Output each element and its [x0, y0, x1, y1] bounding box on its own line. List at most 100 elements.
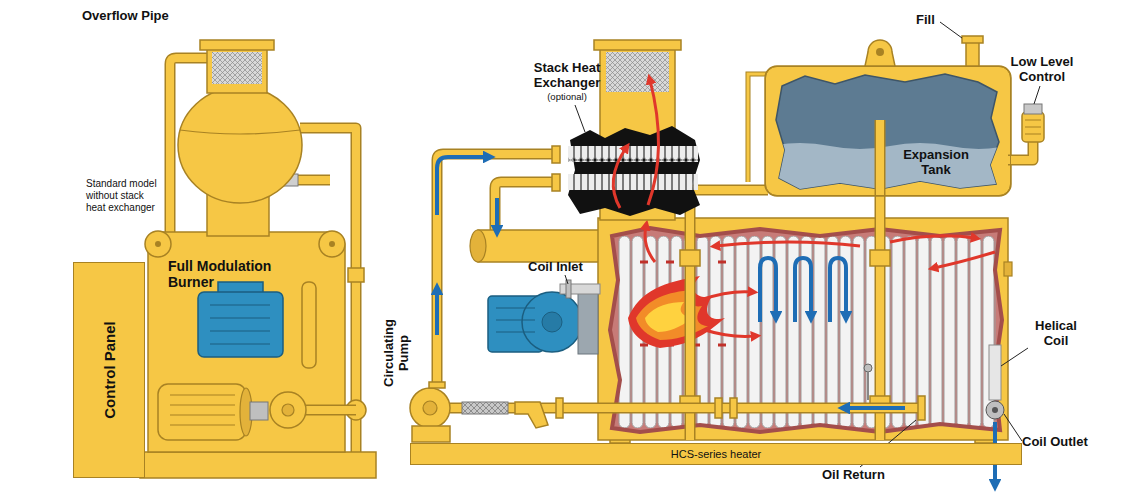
expansion-tank [966, 42, 979, 66]
hcs-heater [578, 292, 598, 354]
standard-heater [200, 40, 274, 50]
hcs-heater [429, 382, 445, 388]
expansion-tank [748, 36, 1044, 196]
hcs-heater [730, 398, 737, 418]
stack-heat-exchanger [568, 126, 700, 216]
standard-heater [207, 48, 267, 93]
node-label: Control Panel [101, 321, 118, 419]
standard-heater [319, 231, 345, 257]
hcs-heater [462, 402, 508, 414]
hcs-heater [496, 308, 535, 332]
stack-heat-exchanger [648, 80, 659, 205]
standard-heater [170, 395, 235, 425]
hcs-heater [864, 364, 872, 372]
hcs-heater [918, 396, 925, 420]
part-label: Low Level Control [1006, 54, 1078, 84]
standard-heater [329, 241, 335, 247]
hcs-heater [628, 276, 725, 348]
leader-line [575, 105, 585, 132]
standard-heater [178, 87, 302, 203]
standard-heater [148, 232, 345, 452]
hcs-heater [760, 258, 776, 322]
leader-line [565, 22, 1040, 467]
stack-heat-exchanger [613, 148, 626, 208]
part-label: Full Modulation Burner [168, 258, 293, 290]
part-label: Overflow Pipe [82, 8, 169, 23]
node-label: HCS-series heater [411, 444, 1021, 464]
hcs-heater [986, 401, 1004, 419]
hcs-heater [566, 280, 571, 298]
hcs-heater [870, 250, 890, 266]
standard-heater [250, 402, 268, 420]
hcs-heater [618, 236, 996, 428]
part-label: Fill [916, 12, 935, 27]
expansion-tank [1008, 142, 1033, 160]
hcs-heater [437, 157, 488, 215]
hcs-heater [495, 198, 499, 230]
expansion-tank [1008, 142, 1033, 160]
expansion-tank [876, 48, 884, 56]
part-label: Oil Return [822, 467, 885, 482]
stack-heat-exchanger [568, 174, 698, 190]
hcs-heater [495, 182, 556, 235]
expansion-tank [1024, 104, 1042, 114]
expansion-tank [1025, 120, 1041, 134]
standard-heater [140, 452, 376, 478]
expansion-tank [876, 120, 884, 196]
hcs-heater [478, 230, 600, 262]
standard-heater [155, 241, 161, 247]
standard-heater [270, 392, 306, 428]
hcs-heater [715, 398, 722, 418]
hcs-heater [435, 290, 439, 335]
hcs-heater [934, 252, 995, 268]
hcs-heater [515, 402, 548, 428]
node-label: Expansion Tank [896, 147, 976, 177]
hcs-heater [716, 242, 860, 246]
standard-heater [300, 406, 356, 414]
part-label: Helical Coil [1026, 318, 1086, 348]
control-panel: Control Panel [73, 262, 145, 478]
hcs-heater [410, 388, 450, 428]
hcs-heater [992, 407, 998, 413]
expansion-tank [962, 36, 983, 43]
expansion-tank: Expansion Tank [765, 66, 1011, 196]
hcs-heater [1004, 262, 1012, 276]
heater-base: HCS-series heater [410, 443, 1022, 465]
part-label: (optional) [537, 91, 597, 102]
stack-heat-exchanger [594, 40, 681, 50]
hcs-heater [610, 228, 1002, 432]
expansion-tank [865, 40, 895, 66]
standard-heater [300, 405, 356, 416]
expansion-tank [875, 120, 886, 196]
hcs-heater [470, 230, 486, 262]
note-text: Standard model without stack heat exchan… [86, 178, 162, 214]
leader-line [565, 275, 568, 284]
standard-heater [158, 384, 246, 440]
expansion-tank [770, 143, 1005, 196]
stack-heat-exchanger [552, 174, 560, 191]
hcs-heater [423, 401, 437, 415]
standard-heater [180, 130, 300, 134]
hcs-heater [705, 330, 755, 336]
hcs-heater [542, 312, 562, 332]
hcs-heater [845, 406, 905, 410]
hcs-heater [412, 426, 450, 442]
hcs-heater [410, 120, 1012, 484]
hcs-heater [867, 372, 869, 400]
leader-line [1001, 348, 1028, 366]
standard-heater [282, 404, 294, 416]
standard-heater [198, 292, 283, 357]
part-label: Circulating Pump [381, 311, 411, 395]
hcs-heater [680, 250, 700, 266]
standard-heater [140, 40, 376, 478]
stack-heat-exchanger [552, 146, 560, 163]
expansion-tank [1022, 112, 1044, 142]
expansion-tank [765, 66, 1011, 196]
part-label: Coil Inlet [528, 259, 583, 274]
leader-line [1034, 86, 1040, 104]
part-label: Coil Outlet [1022, 434, 1088, 449]
hcs-heater [875, 120, 886, 440]
hcs-heater [830, 258, 846, 322]
hcs-heater [556, 398, 563, 418]
